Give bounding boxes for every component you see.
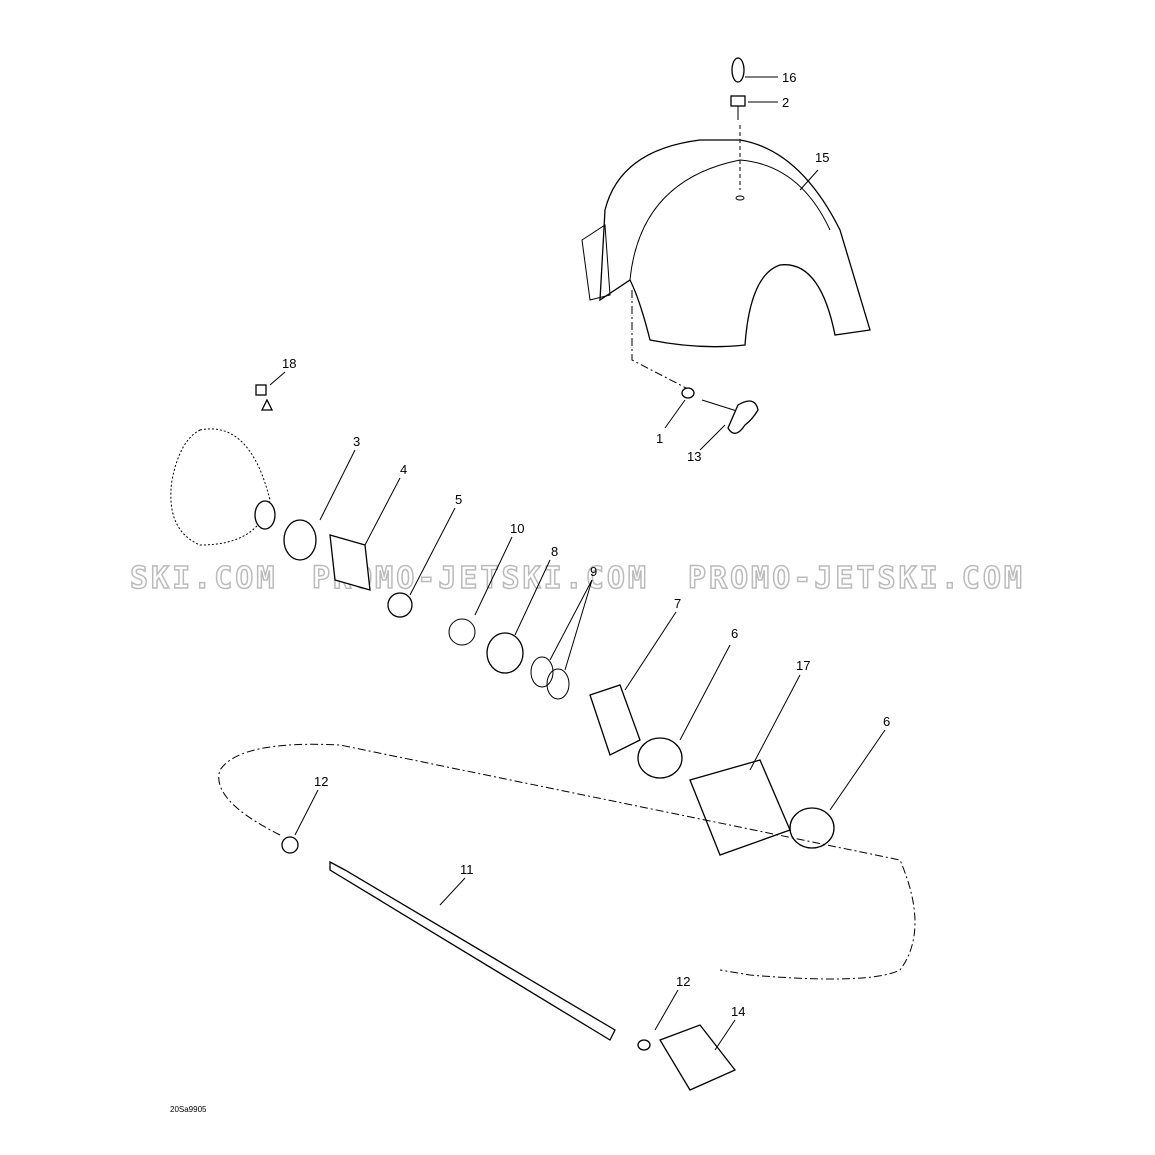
callout-labels: 16 2 15 18 1 13 3 4 5 10 8 9 7 6 17 6 12… (282, 70, 890, 1019)
callout-17: 17 (796, 658, 810, 673)
callout-15: 15 (815, 150, 829, 165)
callout-7: 7 (674, 596, 681, 611)
callout-11: 11 (460, 862, 474, 877)
part-bolt (681, 387, 759, 434)
callout-4: 4 (400, 462, 407, 477)
callout-16: 16 (782, 70, 796, 85)
drive-parts (218, 519, 916, 1091)
watermark-text: SKI.COM (130, 561, 277, 596)
callout-12: 12 (314, 774, 328, 789)
part-housing (170, 384, 276, 546)
callout-10: 10 (510, 521, 524, 536)
callout-3: 3 (353, 434, 360, 449)
callout-9: 9 (590, 564, 597, 579)
watermark: SKI.COM PROMO-JETSKI.COM PROMO-JETSKI.CO… (129, 560, 1025, 597)
callout-13: 13 (687, 449, 701, 464)
callout-1: 1 (656, 431, 663, 446)
callout-14: 14 (731, 1004, 745, 1019)
callout-5: 5 (455, 492, 462, 507)
callout-6: 6 (731, 626, 738, 641)
callout-8: 8 (551, 544, 558, 559)
watermark-text: PROMO-JETSKI.COM (688, 561, 1025, 596)
part-cover (581, 139, 871, 391)
callout-2: 2 (782, 95, 789, 110)
callout-12b: 12 (676, 974, 690, 989)
callout-18: 18 (282, 356, 296, 371)
diagram-code: 20Sa9905 (170, 1105, 207, 1114)
part-screw-clip (730, 57, 746, 190)
callout-6b: 6 (883, 714, 890, 729)
callout-leaders (269, 76, 886, 1051)
